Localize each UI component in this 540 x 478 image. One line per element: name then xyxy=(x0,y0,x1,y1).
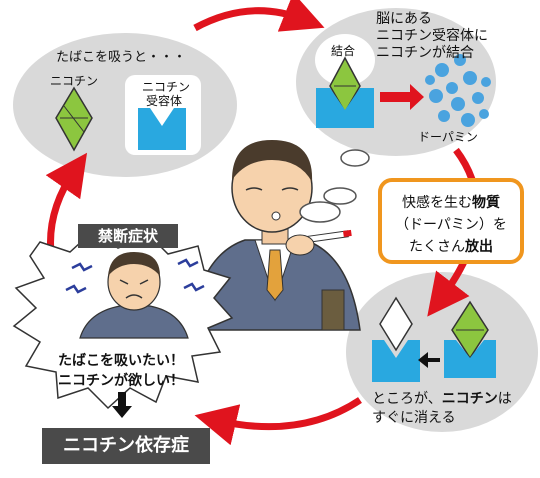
release-line3: たくさん放出 xyxy=(382,236,520,256)
step2-title-line2: ニコチン受容体に xyxy=(376,28,488,44)
vanishing-nicotine-icon xyxy=(379,296,413,352)
release-line1: 快感を生む物質 xyxy=(382,192,520,212)
empty-receptor-icon xyxy=(372,340,420,382)
withdrawal-badge: 禁断症状 xyxy=(78,224,178,248)
bound-receptor-icon xyxy=(316,88,374,128)
step4-line1-c: は xyxy=(497,391,512,407)
stressed-man-illustration xyxy=(79,252,189,339)
receptor-label-line2: 受容体 xyxy=(146,94,183,108)
step1-title: たばこを吸うと・・・ xyxy=(56,50,187,65)
release-line1-a: 快感を生む xyxy=(402,195,472,211)
nicotine-label: ニコチン xyxy=(50,74,99,88)
release-box: 快感を生む物質 （ドーパミン）を たくさん放出 xyxy=(378,178,524,264)
release-line2: （ドーパミン）を xyxy=(395,217,507,233)
smoking-man-illustration xyxy=(189,140,361,331)
cycle-arrow-top xyxy=(193,0,325,32)
dopamine-label: ドーパミン xyxy=(418,130,478,144)
step2-title-line3: ニコチンが結合 xyxy=(376,45,474,61)
bind-label: 結合 xyxy=(331,44,356,58)
release-line1-b: 物質 xyxy=(472,195,500,211)
bound-receptor-icon-2 xyxy=(444,340,496,378)
craving-line2: ニコチンが欲しい！ xyxy=(58,373,184,389)
receptor-label-line1: ニコチン xyxy=(142,80,191,94)
receptor-icon xyxy=(138,108,186,150)
craving-line1: たばこを吸いたい！ xyxy=(58,353,184,369)
step4-line1-b: ニコチン xyxy=(441,391,498,407)
move-left-arrow-icon xyxy=(418,352,440,368)
dopamine-dots-icon xyxy=(425,54,491,127)
release-line3-a: たくさん xyxy=(409,239,465,255)
step4-line1-a: ところが、 xyxy=(372,391,442,407)
step2-title-line1: 脳にある xyxy=(376,11,432,27)
smoke-icon xyxy=(299,149,370,223)
nicotine-icon xyxy=(55,86,93,152)
step4-line1: ところが、ニコチンは xyxy=(372,388,512,408)
step4-line2: すぐに消える xyxy=(372,410,456,426)
cycle-arrow-bottom xyxy=(194,397,362,446)
release-line3-b: 放出 xyxy=(465,239,493,255)
down-arrow-icon xyxy=(112,392,132,418)
dependence-label: ニコチン依存症 xyxy=(42,428,210,464)
stress-marks-icon xyxy=(65,258,205,294)
release-arrow-icon xyxy=(380,84,424,110)
